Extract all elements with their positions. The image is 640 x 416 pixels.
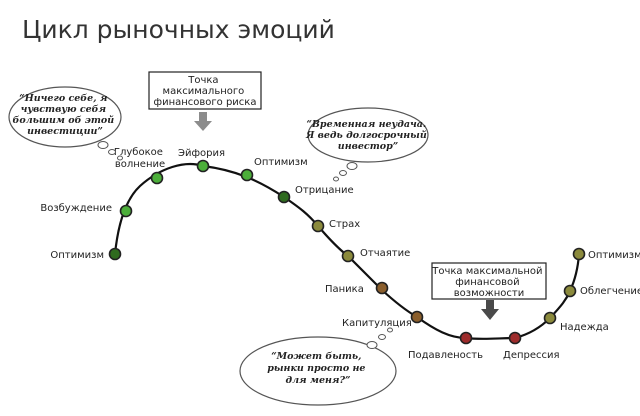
stage-label: Отчаятие [360, 248, 410, 259]
stage-label: Депрессия [503, 350, 560, 361]
stage-label: Эйфория [178, 148, 225, 159]
stage-marker [240, 168, 254, 182]
down-arrow-icon [194, 112, 212, 131]
max-risk-callout: Точка максимального финансового риска [148, 71, 262, 131]
diagram-title: Цикл рыночных эмоций [22, 15, 335, 44]
thought-dot [108, 149, 116, 155]
stage-label: Отрицание [295, 185, 354, 196]
stage-label: Глубокое волнение [114, 147, 166, 170]
stage-marker [543, 311, 557, 325]
thought-bubble-euphoria: “Ничего себе, я чувствую себя большим об… [8, 86, 123, 161]
stage-marker [459, 331, 473, 345]
stage-label: Подавленость [408, 350, 483, 361]
stage-marker [375, 281, 389, 295]
stage-marker [508, 331, 522, 345]
thought-dot [378, 334, 386, 340]
thought-text: “Может быть, рынки просто не для меня?” [267, 351, 369, 386]
thought-dot [339, 170, 347, 176]
stage-label: Облегчение [580, 286, 640, 297]
thought-dot [387, 327, 393, 333]
stage-label: Страх [329, 219, 360, 230]
thought-cloud [8, 86, 122, 148]
stage-marker [410, 310, 424, 324]
stage-marker [341, 249, 355, 263]
thought-bubble-denial: “Временная неудача. Я ведь долгосрочный … [305, 107, 430, 182]
down-arrow-icon [481, 300, 499, 320]
stage-label: Капитуляция [342, 318, 412, 329]
stage-marker [196, 159, 210, 173]
max-risk-text: Точка максимального финансового риска [154, 75, 257, 108]
stage-marker [311, 219, 325, 233]
stage-label-line: волнение [115, 159, 165, 170]
stage-marker [108, 247, 122, 261]
stage-label: Оптимизм [254, 157, 308, 168]
stage-label-line: Глубокое [114, 147, 163, 158]
thought-cloud [239, 336, 397, 406]
stage-marker [119, 204, 133, 218]
stage-marker [150, 171, 164, 185]
max-opportunity-text: Точка максимальной финансовой возможност… [431, 266, 546, 299]
max-opportunity-box [431, 262, 547, 300]
stage-marker [572, 247, 586, 261]
thought-dot [346, 162, 358, 170]
max-opportunity-callout: Точка максимальной финансовой возможност… [431, 262, 547, 320]
thought-dot [117, 155, 123, 161]
stage-marker [277, 190, 291, 204]
stage-label: Возбуждение [40, 203, 112, 214]
thought-text: “Ничего себе, я чувствую себя большим об… [13, 93, 118, 137]
thought-dot [97, 141, 109, 149]
thought-cloud [307, 107, 429, 163]
stage-markers: Оптимизм Возбуждение Глубокое волнение Э… [40, 147, 640, 361]
thought-dot [333, 176, 339, 182]
stage-marker [563, 284, 577, 298]
thought-text: “Временная неудача. Я ведь долгосрочный … [305, 119, 430, 152]
stage-label: Надежда [560, 322, 609, 333]
stage-label: Паника [325, 284, 364, 295]
thought-dot [366, 341, 378, 349]
stage-label: Оптимизм [50, 250, 104, 261]
max-risk-box [148, 71, 262, 110]
stage-label: Оптимизм [588, 250, 640, 261]
thought-bubble-capitulation: “Может быть, рынки просто не для меня?” [239, 327, 397, 406]
